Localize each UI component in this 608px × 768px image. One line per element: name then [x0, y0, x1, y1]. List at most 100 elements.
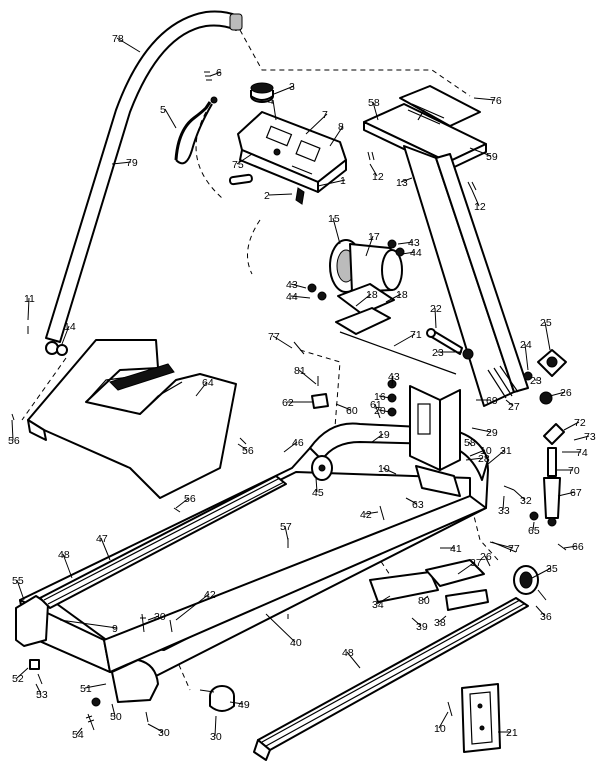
leader-line-3 [273, 85, 295, 95]
leader-line-18 [385, 293, 402, 303]
leader-line-60 [335, 403, 352, 411]
handrail [45, 10, 243, 355]
leader-line-36 [535, 605, 546, 617]
leader-line-45 [315, 477, 318, 493]
leader-line-73 [573, 435, 590, 441]
callout-28: 28 [478, 453, 490, 465]
leader-line-44 [290, 295, 311, 299]
callout-10: 10 [480, 445, 492, 457]
callout-53: 53 [36, 689, 48, 701]
mounting-plate [461, 683, 501, 753]
knob [250, 82, 274, 103]
callout-56: 56 [242, 445, 254, 457]
callout-59: 59 [486, 151, 498, 163]
leader-line-75 [236, 153, 253, 165]
callout-56: 56 [184, 493, 196, 505]
leader-line-55 [16, 579, 25, 601]
callout-43: 43 [286, 279, 298, 291]
callout-52: 52 [12, 673, 24, 685]
callout-36: 36 [540, 611, 552, 623]
leader-line-65 [532, 521, 535, 531]
leader-line-42 [175, 593, 210, 621]
leader-line-35 [531, 567, 552, 579]
leader-line-26 [549, 391, 566, 397]
leader-line-28 [465, 457, 484, 461]
callout-20: 20 [374, 405, 386, 417]
leader-line-15 [332, 217, 341, 245]
callout-33: 33 [498, 505, 510, 517]
callout-50: 50 [110, 711, 122, 723]
callout-70: 70 [568, 465, 580, 477]
callout-45: 45 [312, 487, 324, 499]
callout-22: 22 [430, 303, 442, 315]
callout-21: 21 [506, 727, 518, 739]
leader-line-61 [374, 403, 381, 419]
callout-42: 42 [204, 589, 216, 601]
elevation-strut [543, 423, 565, 527]
callout-79: 79 [126, 157, 138, 169]
callout-18: 18 [396, 289, 408, 301]
leader-line-46 [283, 441, 298, 453]
callout-40: 40 [290, 637, 302, 649]
callout-39: 39 [416, 621, 428, 633]
callout-1: 1 [340, 175, 346, 187]
leader-line-76 [473, 97, 496, 101]
leader-line-81 [298, 369, 317, 385]
callout-51: 51 [80, 683, 92, 695]
leader-line-25 [544, 321, 551, 351]
callout-10: 10 [378, 463, 390, 475]
leader-line-6 [209, 71, 222, 77]
leader-line-2 [268, 193, 293, 196]
leader-line-5 [164, 108, 177, 129]
callout-49: 49 [238, 699, 250, 711]
callout-71: 71 [410, 329, 422, 341]
leader-line-30 [214, 715, 217, 737]
leader-line-47 [100, 537, 111, 561]
leader-line-27 [505, 399, 514, 407]
leader-line-26 [484, 555, 491, 567]
callout-42: 42 [360, 509, 372, 521]
leader-line-8 [329, 125, 344, 147]
callout-23: 23 [530, 375, 542, 387]
callout-11: 11 [24, 293, 35, 305]
long-bolt [426, 328, 474, 360]
leader-line-10 [382, 467, 397, 475]
leader-line-1 [317, 179, 346, 187]
callout-13: 13 [396, 177, 408, 189]
callout-3: 3 [289, 81, 295, 93]
leader-line-42 [364, 511, 379, 515]
leader-line-10 [469, 449, 486, 457]
leader-line-11 [27, 297, 30, 321]
callout-77: 77 [268, 331, 280, 343]
callout-18: 18 [366, 289, 378, 301]
callout-80: 80 [418, 595, 430, 607]
callout-26: 26 [560, 387, 572, 399]
leader-line-66 [563, 545, 578, 549]
leader-line-24 [524, 343, 529, 371]
callout-73: 73 [584, 431, 596, 443]
leader-line-18 [355, 293, 372, 307]
callout-81: 81 [294, 365, 306, 377]
callout-27: 27 [508, 401, 520, 413]
callout-72: 72 [574, 417, 586, 429]
leader-line-32 [513, 489, 526, 501]
callout-56: 56 [8, 435, 20, 447]
callout-17: 17 [368, 231, 380, 243]
leader-line-29 [471, 427, 492, 433]
leader-line-67 [557, 491, 576, 497]
callout-12: 12 [474, 201, 486, 213]
callout-32: 32 [520, 495, 532, 507]
leader-line-59 [469, 147, 492, 157]
leader-line-30 [147, 615, 160, 621]
leader-line-10 [438, 711, 449, 729]
callout-9: 9 [112, 623, 118, 635]
leader-line-77 [272, 335, 293, 349]
leader-line-56 [237, 443, 248, 451]
leader-line-31 [487, 449, 506, 465]
callout-54: 54 [72, 729, 84, 741]
leader-line-56 [175, 497, 190, 509]
callout-23: 23 [432, 347, 444, 359]
callout-8: 8 [338, 121, 344, 133]
leader-line-49 [229, 701, 244, 705]
